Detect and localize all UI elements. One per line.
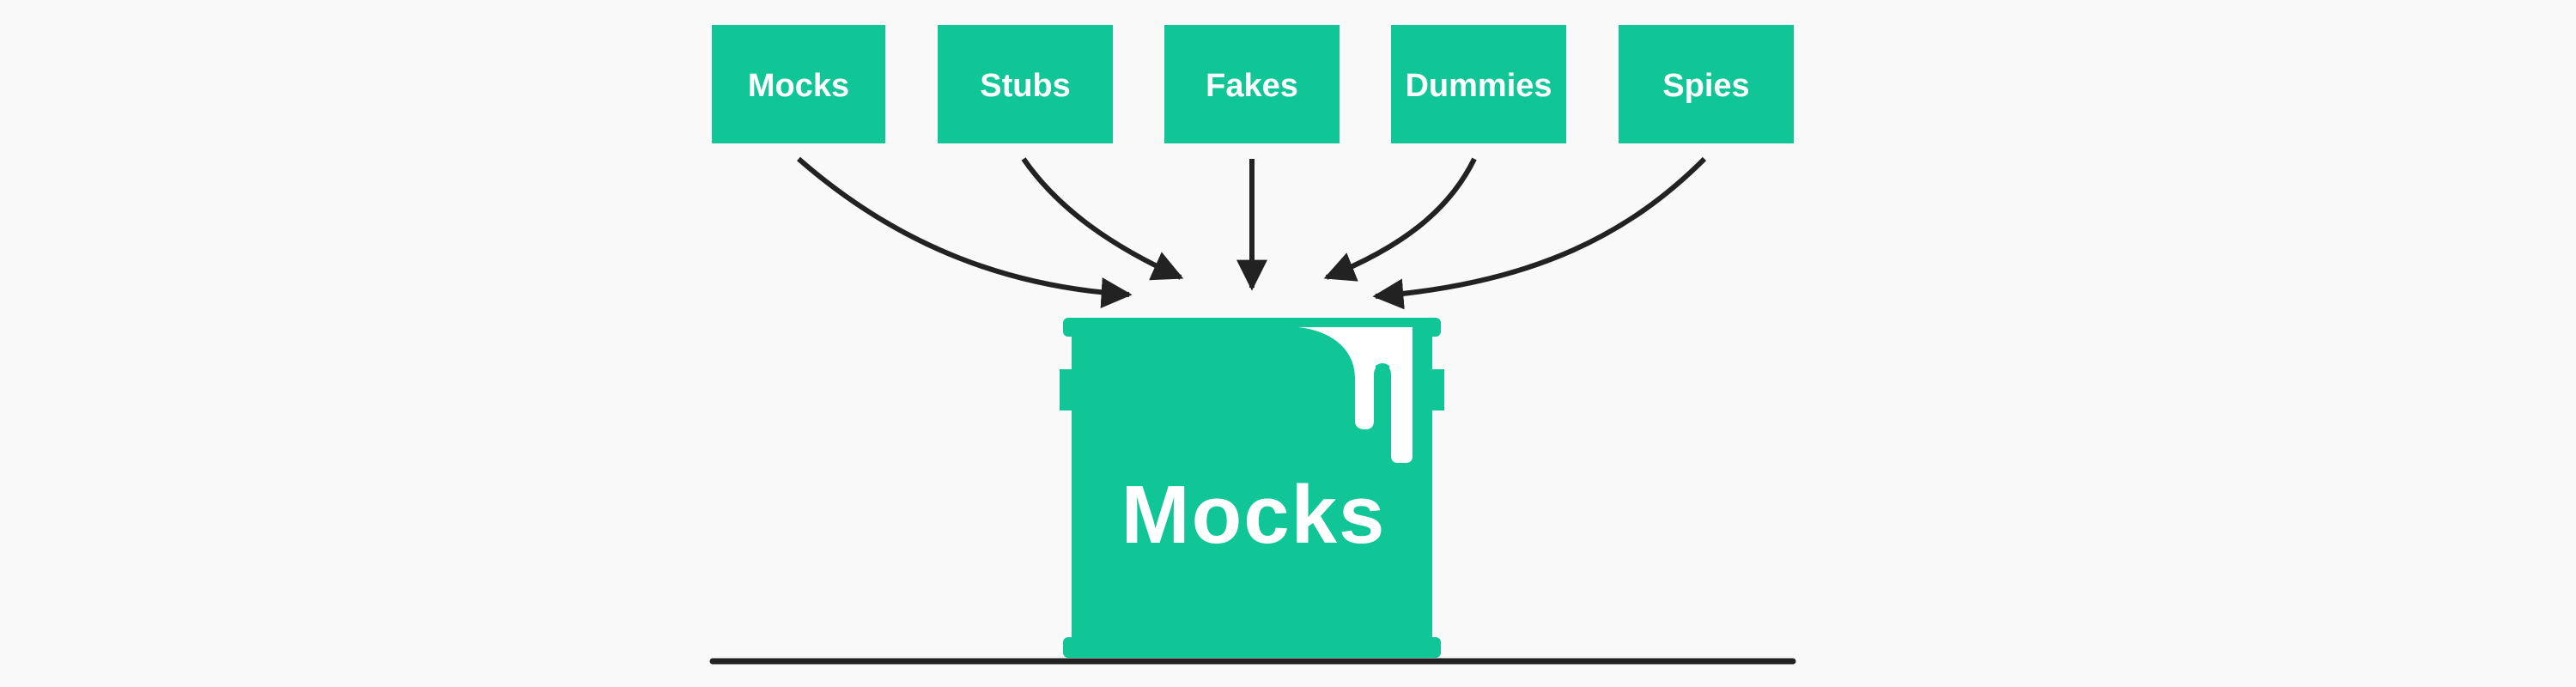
bucket-label: Mocks bbox=[1121, 469, 1387, 561]
node-spies: Spies bbox=[1619, 25, 1794, 143]
bucket-base bbox=[1063, 637, 1441, 658]
node-dummies: Dummies bbox=[1391, 25, 1566, 143]
node-stubs: Stubs bbox=[938, 25, 1113, 143]
edge-mocks-to-bucket bbox=[797, 156, 1133, 309]
edge-dummies-to-bucket bbox=[1323, 157, 1477, 282]
node-box bbox=[1391, 25, 1566, 143]
node-fakes: Fakes bbox=[1164, 25, 1340, 143]
node-label: Mocks bbox=[748, 68, 849, 104]
bucket-drip-highlight bbox=[1298, 327, 1413, 463]
node-label: Fakes bbox=[1206, 68, 1298, 104]
node-box bbox=[712, 25, 885, 143]
node-box bbox=[938, 25, 1113, 143]
bucket-handle-right bbox=[1427, 369, 1444, 410]
node-box bbox=[1164, 25, 1340, 143]
edge-spies-to-bucket bbox=[1372, 156, 1707, 310]
bucket-drip-stripe bbox=[1376, 363, 1389, 455]
edge-stubs-to-bucket bbox=[1021, 157, 1184, 281]
node-mocks: Mocks bbox=[712, 25, 885, 143]
node-box bbox=[1619, 25, 1794, 143]
paint-bucket-icon: Mocks bbox=[1060, 318, 1444, 658]
node-label: Spies bbox=[1662, 68, 1749, 104]
node-label: Dummies bbox=[1405, 68, 1552, 104]
edges bbox=[797, 156, 1707, 310]
node-label: Stubs bbox=[980, 68, 1071, 104]
bucket-handle-left bbox=[1060, 369, 1077, 410]
